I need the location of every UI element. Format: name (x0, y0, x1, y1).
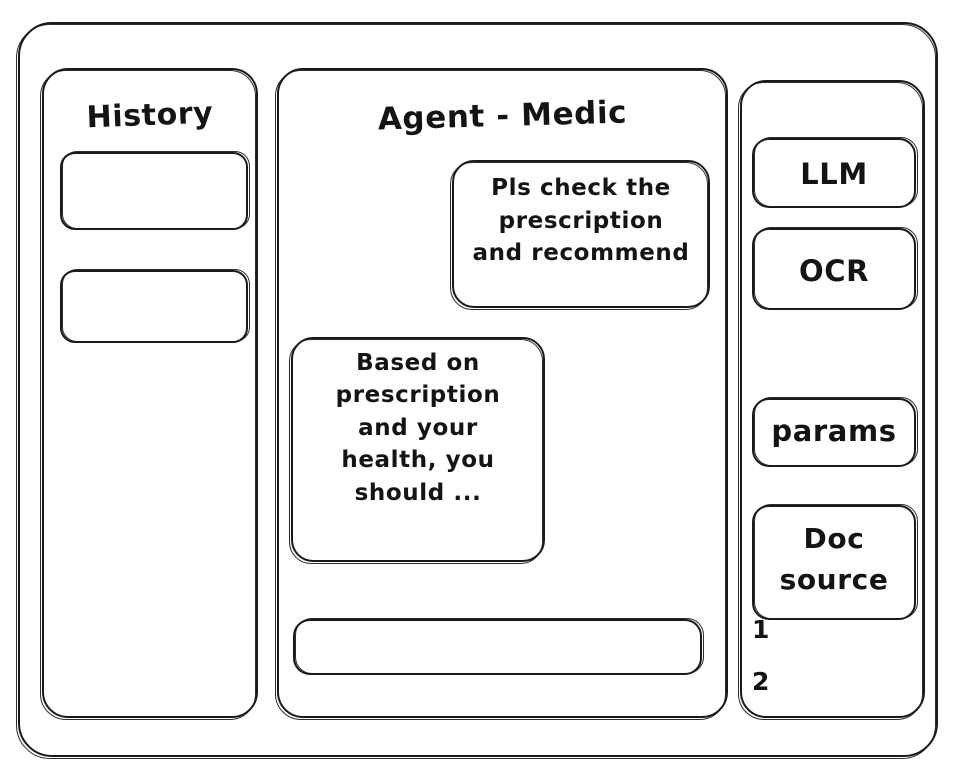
doc-source-list-item-2[interactable]: 2 (752, 667, 770, 696)
agent-message-text: Based on prescription and your health, y… (335, 350, 501, 506)
user-message-text: Pls check the prescription and recommend (472, 175, 690, 267)
history-list-item-1[interactable] (60, 150, 250, 230)
history-panel-title: History (85, 95, 214, 136)
tool-label-ocr: OCR (798, 254, 870, 288)
tool-label-params: params (771, 414, 897, 448)
history-list-item-2[interactable] (60, 268, 250, 343)
tool-label-doc-source: Doc source (779, 522, 889, 596)
message-input[interactable] (293, 617, 704, 675)
tool-label-llm: LLM (800, 157, 868, 191)
doc-source-list-item-1[interactable]: 1 (752, 615, 770, 644)
